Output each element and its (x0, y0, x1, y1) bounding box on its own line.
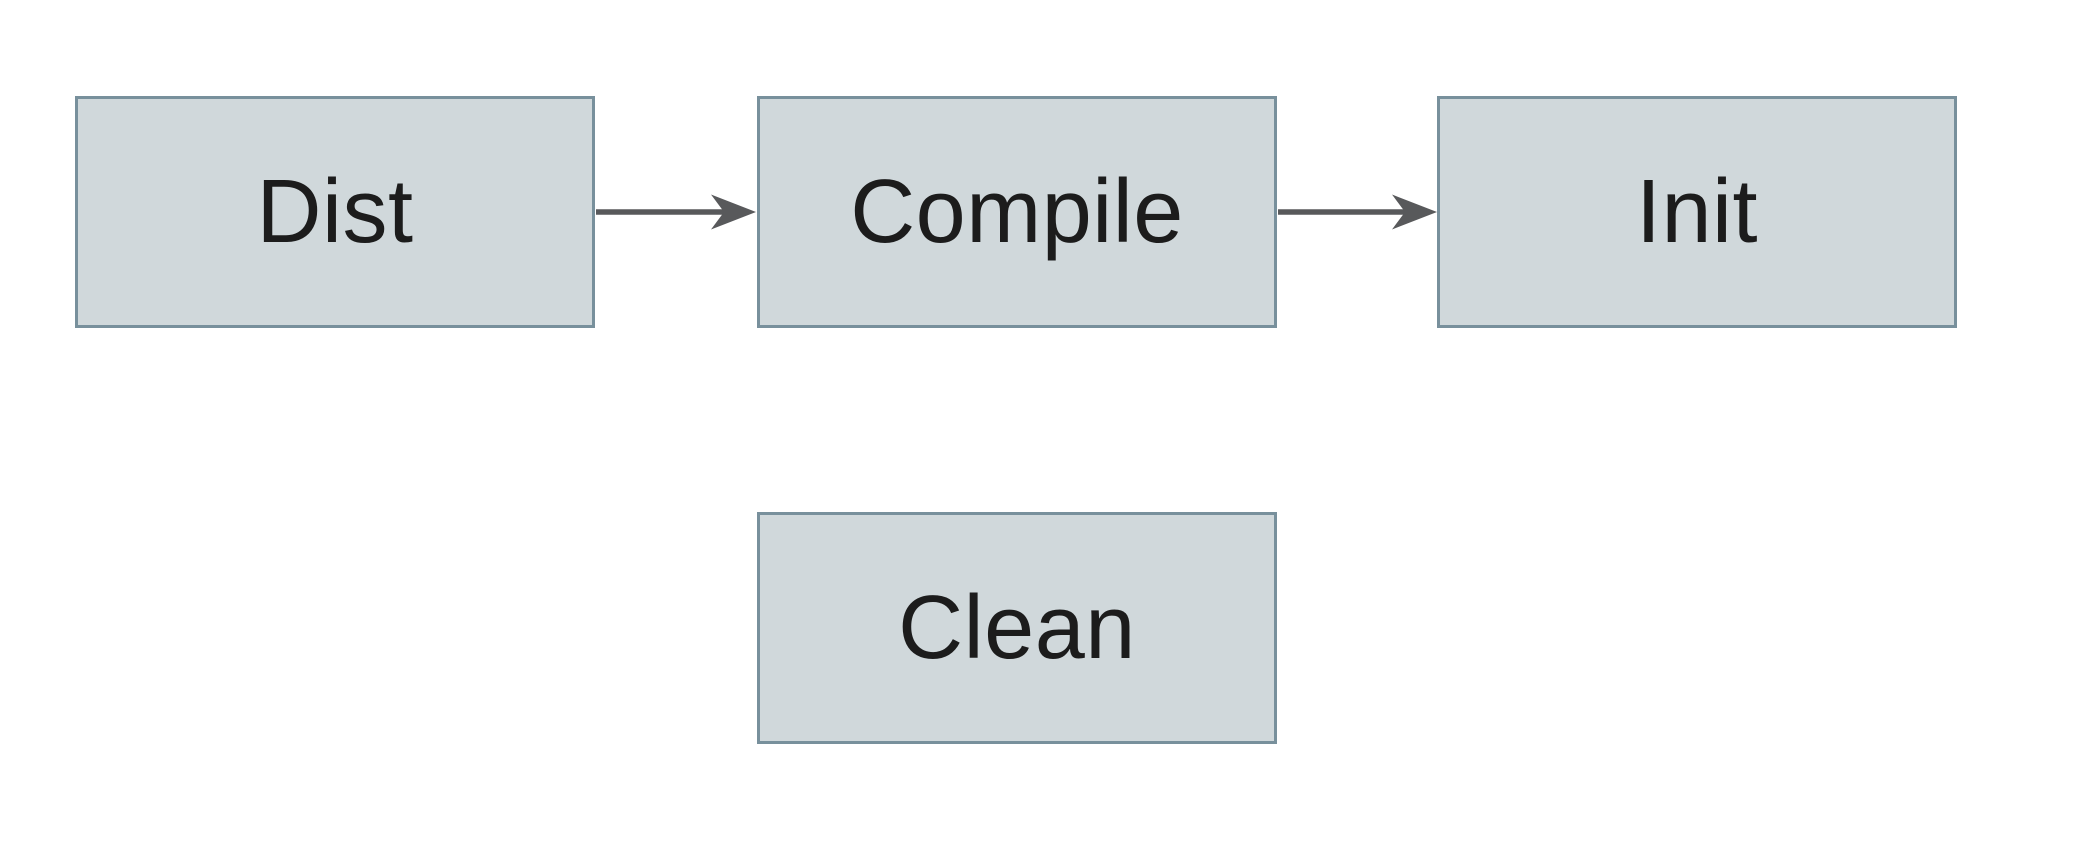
arrow-dist-to-compile (596, 194, 756, 230)
node-init: Init (1437, 96, 1957, 328)
node-compile: Compile (757, 96, 1277, 328)
node-compile-label: Compile (850, 161, 1184, 262)
node-init-label: Init (1635, 161, 1759, 262)
node-clean: Clean (757, 512, 1277, 744)
node-clean-label: Clean (898, 577, 1136, 678)
arrow-compile-to-init (1278, 194, 1437, 230)
node-dist-label: Dist (256, 161, 414, 262)
node-dist: Dist (75, 96, 595, 328)
